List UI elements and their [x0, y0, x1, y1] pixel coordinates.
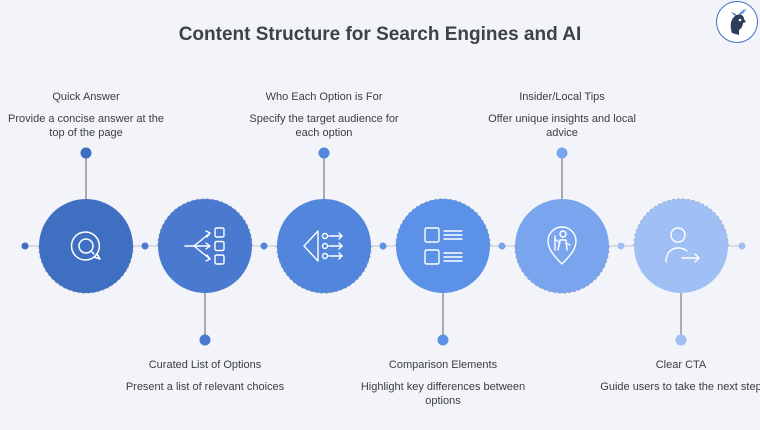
step-circle-clear-cta: [634, 199, 728, 293]
step-title: Quick Answer: [52, 91, 120, 103]
page-title: Content Structure for Search Engines and…: [178, 24, 582, 45]
step-circle-comparison: [396, 199, 490, 293]
comparison-table-icon: [424, 227, 463, 265]
step-circle-who-each-option: [277, 199, 371, 293]
step-title: Who Each Option is For: [265, 91, 383, 103]
step-title: Curated List of Options: [148, 359, 262, 371]
stem-dot: [675, 334, 687, 346]
stem-dot: [80, 147, 92, 159]
step-title: Clear CTA: [655, 359, 707, 371]
stem-dot: [318, 147, 330, 159]
step-description: Offer unique insights and local advice: [488, 113, 636, 139]
step-description: Provide a concise answer at the top of t…: [8, 113, 164, 139]
joint-dot: [738, 242, 746, 250]
step-description: Present a list of relevant choices: [125, 381, 285, 393]
step-label-curated-list: Curated List of Options Present a list o…: [120, 358, 290, 394]
step-description: Highlight key differences between option…: [360, 381, 526, 407]
location-person-icon: [547, 226, 577, 265]
joint-dot: [617, 242, 625, 250]
joint-dot: [141, 242, 149, 250]
step-circle-insider-tips: [515, 199, 609, 293]
stem-dot: [556, 147, 568, 159]
stem-dot: [437, 334, 449, 346]
step-label-insider-tips: Insider/Local Tips Offer unique insights…: [477, 90, 647, 140]
joint-dot: [498, 242, 506, 250]
user-arrow-icon: [665, 227, 700, 263]
step-label-who-each-option: Who Each Option is For Specify the targe…: [239, 90, 409, 140]
step-label-clear-cta: Clear CTA Guide users to take the next s…: [596, 358, 760, 394]
list-branch-icon: [184, 227, 225, 265]
step-label-comparison: Comparison Elements Highlight key differ…: [358, 358, 528, 408]
joint-dot: [379, 242, 387, 250]
step-label-quick-answer: Quick Answer Provide a concise answer at…: [1, 90, 171, 140]
step-circle-quick-answer: [39, 199, 133, 293]
step-title: Comparison Elements: [388, 359, 498, 371]
step-description: Guide users to take the next step: [600, 381, 760, 393]
step-description: Specify the target audience for each opt…: [249, 113, 399, 139]
stem-dot: [199, 334, 211, 346]
joint-dot: [21, 242, 29, 250]
audience-funnel-icon: [303, 230, 343, 262]
chat-bubble-icon: [70, 231, 101, 261]
step-title: Insider/Local Tips: [519, 91, 605, 103]
joint-dot: [260, 242, 268, 250]
bird-head-logo-icon: [716, 1, 758, 43]
